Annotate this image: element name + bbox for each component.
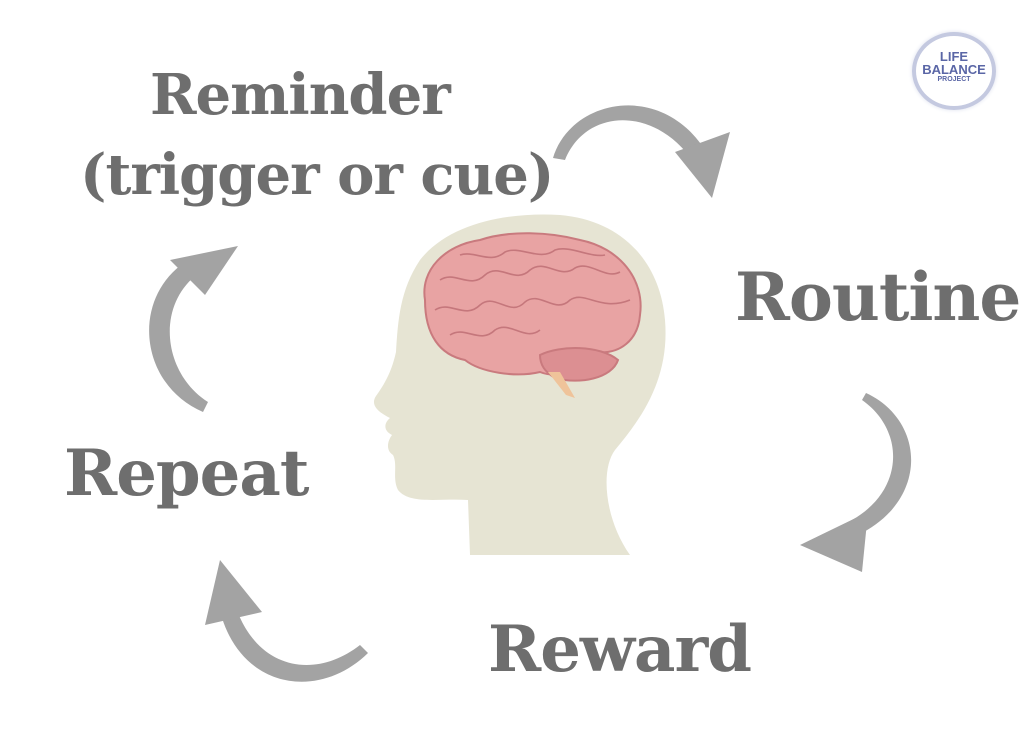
label-routine: Routine xyxy=(735,258,1021,336)
arrow-repeat-to-reminder xyxy=(149,246,238,412)
logo-line-3: PROJECT xyxy=(937,76,971,83)
arrow-routine-to-reward xyxy=(800,393,912,572)
logo-line-1: LIFE xyxy=(939,49,969,64)
arrow-reward-to-repeat xyxy=(205,560,368,682)
label-repeat: Repeat xyxy=(64,436,309,511)
logo-line-2: BALANCE xyxy=(922,62,986,77)
label-trigger-or-cue: (trigger or cue) xyxy=(80,142,554,208)
arrow-reminder-to-routine xyxy=(553,105,730,198)
brain-illustration xyxy=(423,232,642,398)
life-balance-project-logo: LIFE BALANCE PROJECT xyxy=(912,32,996,110)
label-reward: Reward xyxy=(488,612,752,687)
label-reminder: Reminder xyxy=(150,62,451,128)
